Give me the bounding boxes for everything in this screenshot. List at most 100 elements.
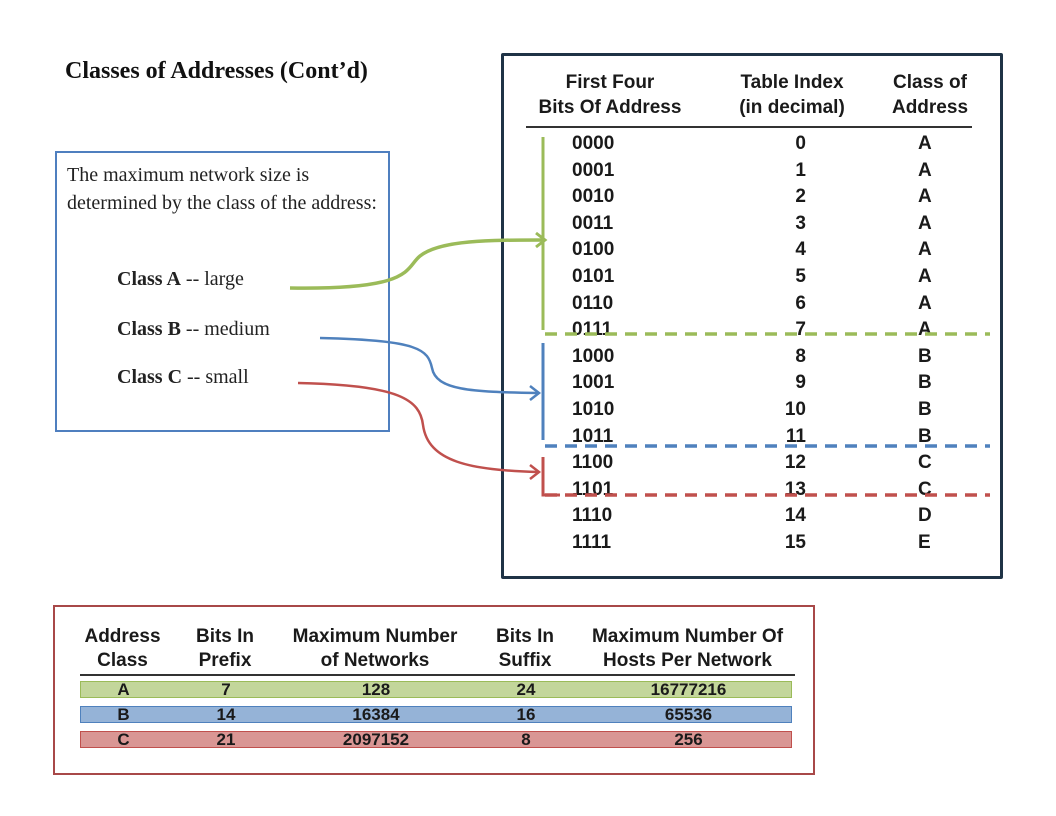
class-cell: B bbox=[918, 372, 932, 394]
bits-table-row: 0011 3 A bbox=[504, 213, 1000, 240]
suffix-bits-cell: 16 bbox=[516, 705, 536, 724]
bits-cell: 0010 bbox=[572, 186, 615, 208]
index-cell: 12 bbox=[784, 452, 806, 474]
suffix-bits-cell: 8 bbox=[521, 730, 531, 749]
class-cell: D bbox=[918, 505, 932, 527]
bits-cell: 0111 bbox=[572, 319, 613, 341]
class-a-line: Class A -- large bbox=[117, 268, 244, 291]
index-cell: 0 bbox=[795, 133, 806, 154]
bits-cell: 0100 bbox=[572, 239, 615, 261]
index-cell: 5 bbox=[795, 266, 806, 287]
slide-title: Classes of Addresses (Cont’d) bbox=[65, 58, 368, 84]
bits-cell: 1100 bbox=[572, 452, 614, 474]
index-cell: 9 bbox=[795, 372, 806, 394]
bits-table-row: 0100 4 A bbox=[504, 239, 1000, 266]
index-cell: 1 bbox=[795, 159, 806, 181]
index-cell: 4 bbox=[795, 239, 806, 261]
class-cell: B bbox=[117, 705, 130, 724]
class-cell: B bbox=[918, 399, 932, 420]
index-cell: 8 bbox=[795, 345, 806, 367]
class-a-name: Class A bbox=[117, 268, 181, 290]
suffix-bits-cell: 24 bbox=[516, 680, 536, 699]
class-cell: A bbox=[918, 212, 932, 234]
class-b-size: -- medium bbox=[185, 318, 270, 340]
description-text: The maximum network size is determined b… bbox=[67, 164, 377, 214]
prefix-bits-cell: 14 bbox=[216, 705, 236, 724]
summary-table-row: B 14 16384 16 65536 bbox=[80, 706, 792, 723]
class-c-bracket bbox=[541, 457, 560, 497]
bits-cell: 1000 bbox=[572, 345, 615, 367]
bits-cell: 0011 bbox=[572, 212, 614, 234]
bits-header-table-index: Table Index(in decimal) bbox=[739, 72, 845, 118]
class-cell: C bbox=[117, 730, 130, 749]
bits-cell: 1101 bbox=[572, 478, 614, 500]
index-cell: 10 bbox=[784, 399, 806, 420]
max-hosts-cell: 16777216 bbox=[650, 680, 727, 699]
class-cell: B bbox=[918, 345, 932, 367]
class-b-arrowhead bbox=[529, 385, 542, 401]
class-b-connector bbox=[319, 336, 539, 395]
class-cell: A bbox=[918, 292, 932, 314]
class-cell: B bbox=[918, 425, 932, 447]
index-cell: 3 bbox=[795, 212, 806, 234]
bits-cell: 1001 bbox=[572, 372, 615, 394]
bits-cell: 0110 bbox=[572, 292, 614, 314]
class-a-size: -- large bbox=[185, 268, 244, 290]
summary-header-rule bbox=[80, 674, 795, 676]
index-cell: 7 bbox=[795, 319, 806, 341]
bits-cell: 1011 bbox=[572, 425, 614, 447]
bits-cell: 0001 bbox=[572, 159, 615, 181]
bits-cell: 1110 bbox=[572, 505, 613, 527]
class-c-connector bbox=[297, 381, 539, 474]
class-c-name: Class C bbox=[117, 366, 183, 388]
class-cell: A bbox=[918, 239, 932, 261]
prefix-bits-cell: 21 bbox=[216, 730, 236, 749]
max-hosts-cell: 65536 bbox=[664, 705, 713, 724]
bits-header-rule bbox=[526, 126, 972, 128]
max-networks-cell: 16384 bbox=[352, 705, 400, 724]
class-cell: C bbox=[918, 452, 932, 474]
bits-cell: 1111 bbox=[572, 532, 612, 553]
bits-table-row: 1000 8 B bbox=[504, 346, 1000, 373]
bits-table-row: 1110 14 D bbox=[504, 505, 1000, 532]
bits-table-row: 1011 11 B bbox=[504, 426, 1000, 453]
bits-table-row: 0010 2 A bbox=[504, 186, 1000, 213]
max-hosts-cell: 256 bbox=[674, 730, 703, 749]
index-cell: 2 bbox=[795, 186, 806, 208]
class-cell: E bbox=[918, 532, 931, 553]
index-cell: 14 bbox=[784, 505, 806, 527]
bits-table-row: 1100 12 C bbox=[504, 452, 1000, 479]
class-c-line: Class C -- small bbox=[117, 366, 249, 389]
class-cell: A bbox=[918, 186, 932, 208]
class-cell: A bbox=[117, 680, 130, 699]
bits-table-row: 0110 6 A bbox=[504, 293, 1000, 320]
class-cell: A bbox=[918, 133, 932, 154]
bits-cell: 0000 bbox=[572, 133, 615, 154]
description-box: The maximum network size is determined b… bbox=[55, 151, 390, 432]
prefix-bits-cell: 7 bbox=[221, 680, 231, 699]
index-cell: 6 bbox=[795, 292, 806, 314]
bits-table-row: 1001 9 B bbox=[504, 372, 1000, 399]
class-a-arrowhead bbox=[535, 231, 548, 249]
class-c-size: -- small bbox=[187, 366, 249, 388]
bits-cell: 1010 bbox=[572, 399, 615, 420]
class-b-line: Class B -- medium bbox=[117, 318, 270, 341]
class-cell: A bbox=[918, 266, 932, 287]
class-a-connector bbox=[289, 238, 545, 290]
index-cell: 11 bbox=[785, 425, 806, 447]
class-b-name: Class B bbox=[117, 318, 181, 340]
